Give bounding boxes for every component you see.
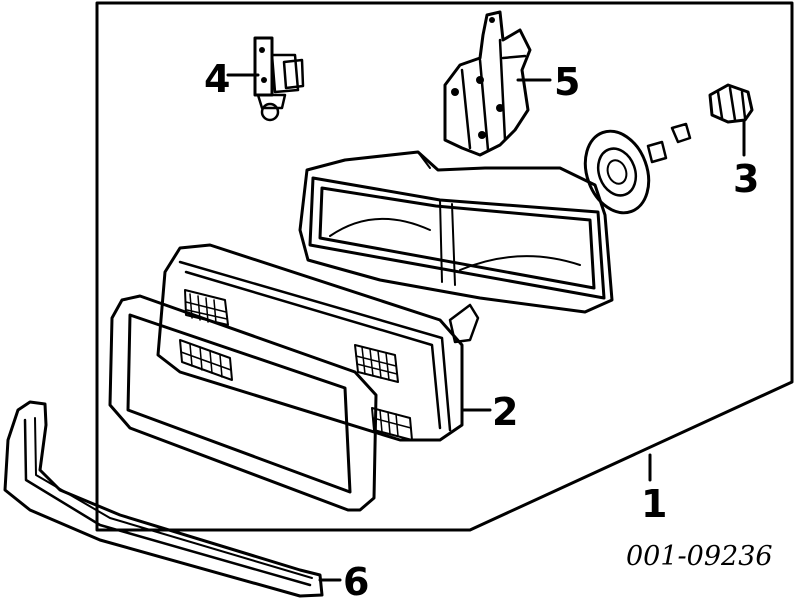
callout-2: 2 <box>492 390 518 434</box>
leader-lines <box>226 73 746 582</box>
callout-1: 1 <box>641 482 667 526</box>
part-2-park-turn-lamp <box>156 243 464 442</box>
callout-4: 4 <box>204 57 230 101</box>
callout-6: 6 <box>343 560 369 600</box>
socket-retaining-ring <box>583 129 651 215</box>
headlamp-housing <box>298 150 614 344</box>
callout-5: 5 <box>554 60 580 104</box>
lamp-bezel <box>108 294 378 512</box>
part-6-lower-trim-strip <box>3 400 324 598</box>
part-3-bulb-and-socket <box>646 83 754 164</box>
callout-3: 3 <box>733 157 759 201</box>
assembly-frame <box>95 1 794 532</box>
part-4-bracket-adjuster <box>253 36 305 122</box>
diagram-reference-code: 001-09236 <box>626 541 773 572</box>
part-5-mounting-bracket <box>443 10 532 157</box>
